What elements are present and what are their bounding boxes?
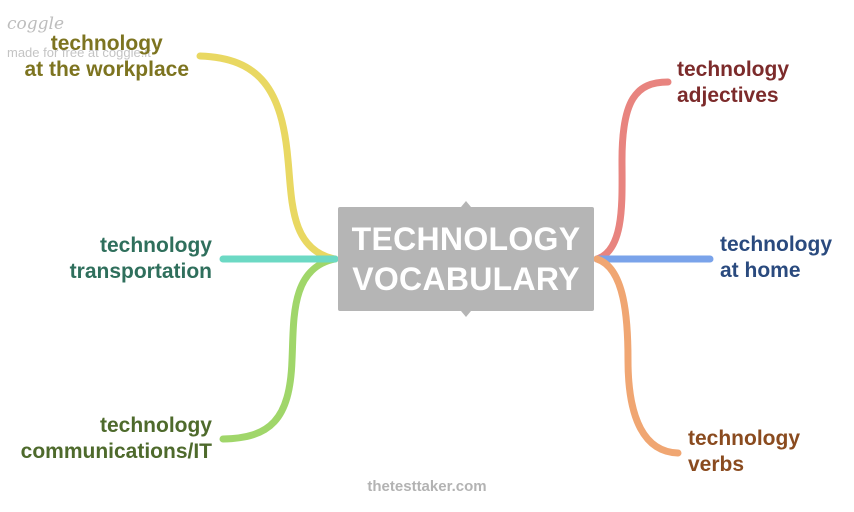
node-adjectives-line1: technology — [677, 58, 790, 81]
node-technology-at-the-workplace[interactable]: technology at the workplace — [24, 31, 189, 83]
central-node-notch-bottom — [461, 311, 471, 317]
node-transportation-line1: technology — [99, 234, 212, 257]
central-node[interactable]: TECHNOLOGY VOCABULARY — [338, 207, 594, 311]
node-verbs-line1: technology — [688, 427, 801, 450]
node-home-line1: technology — [720, 233, 833, 256]
branch-verbs — [593, 255, 682, 457]
node-technology-transportation[interactable]: technology transportation — [70, 233, 212, 285]
branch-communications — [219, 255, 339, 443]
node-home-line2: at home — [720, 259, 801, 282]
coggle-watermark-note: made for free at coggle.it — [7, 45, 151, 60]
node-workplace-line2: at the workplace — [24, 58, 189, 81]
central-node-notch-top — [461, 201, 471, 207]
node-technology-at-home[interactable]: technology at home — [720, 232, 832, 284]
central-node-line2: VOCABULARY — [352, 261, 580, 297]
node-technology-adjectives[interactable]: technology adjectives — [677, 57, 789, 109]
node-verbs-line2: verbs — [688, 453, 745, 476]
node-transportation-line2: transportation — [69, 260, 212, 283]
branch-workplace — [196, 52, 339, 263]
central-node-line1: TECHNOLOGY — [351, 221, 581, 257]
coggle-logo: coggle — [7, 14, 65, 34]
node-communications-line1: technology — [99, 414, 212, 437]
node-communications-line2: communications/IT — [20, 440, 212, 463]
node-workplace-line1: technology — [50, 32, 163, 55]
node-technology-verbs[interactable]: technology verbs — [688, 426, 800, 478]
footer-credit: thetesttaker.com — [367, 478, 487, 495]
node-adjectives-line2: adjectives — [677, 84, 779, 107]
node-technology-communications-it[interactable]: technology communications/IT — [21, 413, 212, 465]
branch-adjectives — [593, 78, 672, 263]
